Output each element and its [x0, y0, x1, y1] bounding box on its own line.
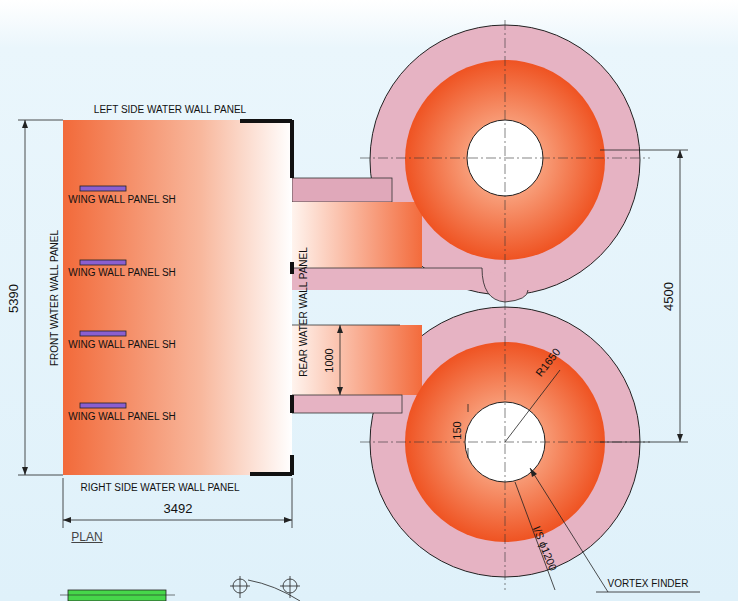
- dimension-label: 3492: [164, 502, 193, 515]
- panel-label: REAR WATER WALL PANEL: [299, 247, 309, 377]
- dimension-label: 150: [451, 421, 462, 439]
- panel-label: WING WALL PANEL SH: [68, 412, 176, 422]
- panel-label: WING WALL PANEL SH: [68, 195, 176, 205]
- panel-label: LEFT SIDE WATER WALL PANEL: [94, 105, 246, 115]
- dimension-label: I/S ϕ1200: [531, 524, 559, 572]
- callout-label: VORTEX FINDER: [608, 579, 689, 589]
- panel-label: FRONT WATER WALL PANEL: [50, 230, 60, 366]
- panel-label: WING WALL PANEL SH: [68, 340, 176, 350]
- panel-label: WING WALL PANEL SH: [68, 268, 176, 278]
- dimension-label: R1650: [534, 346, 563, 378]
- dimension-label: 5390: [7, 284, 20, 313]
- dimension-label: 1000: [323, 348, 334, 372]
- view-title: PLAN: [71, 531, 102, 543]
- panel-label: RIGHT SIDE WATER WALL PANEL: [81, 483, 240, 493]
- dimension-label: 4500: [661, 282, 674, 311]
